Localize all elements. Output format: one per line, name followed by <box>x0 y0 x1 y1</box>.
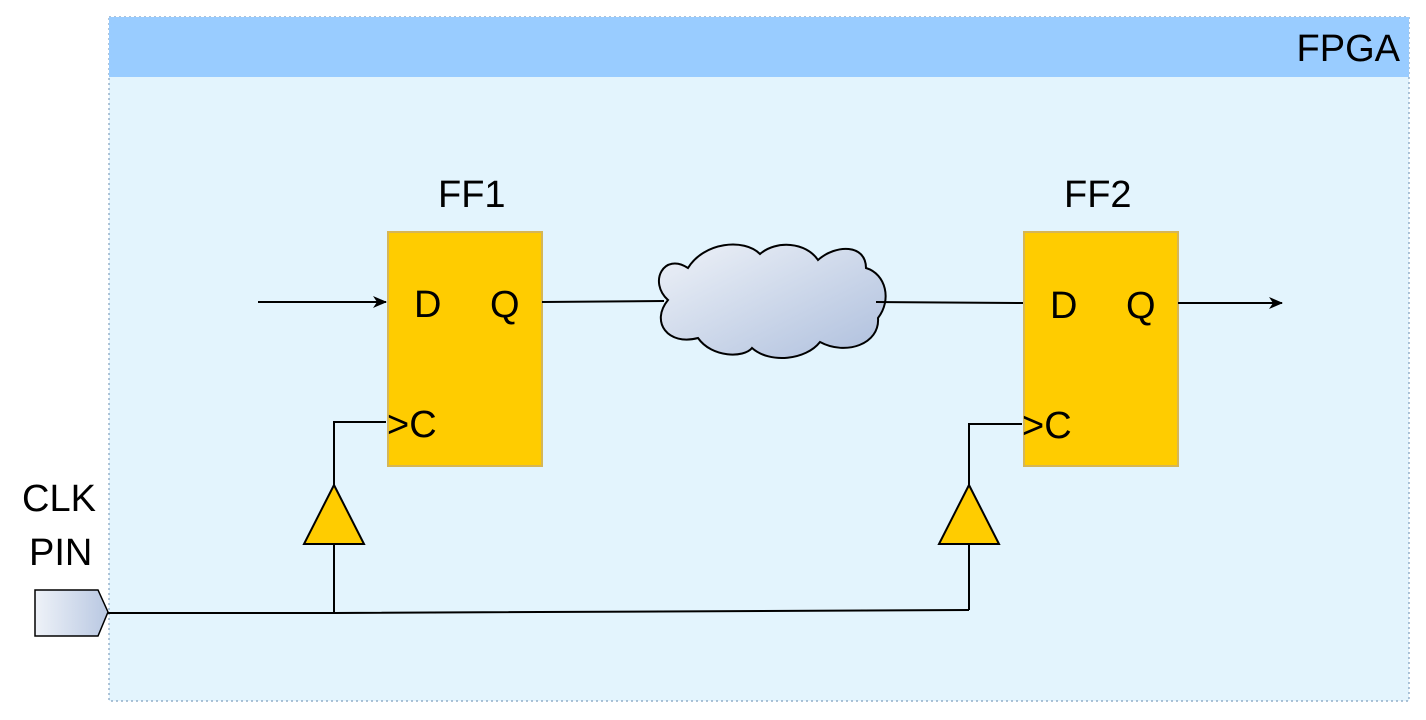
ff1-d-port: D <box>414 284 442 326</box>
clock-pin-label-line2: PIN <box>29 532 93 574</box>
ff2-block <box>1023 231 1179 467</box>
ff1-clock-port: >C <box>387 404 437 446</box>
triangle-buffer-icon <box>937 482 1001 545</box>
ff1-q-to-logic-wire <box>541 300 665 303</box>
logic-to-ff2-d-wire <box>875 301 1025 304</box>
ff1-name: FF1 <box>438 174 506 216</box>
fpga-container-body <box>108 16 1410 702</box>
ff2-clock-port: >C <box>1022 405 1072 447</box>
fpga-container <box>108 16 1410 702</box>
fpga-label: FPGA <box>1296 28 1400 70</box>
fpga-container-header <box>109 17 1409 77</box>
cloud-icon <box>657 243 887 359</box>
clock-to-ff2-c-wire <box>968 423 1022 485</box>
ff2-d-port: D <box>1050 285 1078 327</box>
ff1-block <box>387 231 543 467</box>
triangle-buffer-icon <box>302 482 366 545</box>
input-pin-icon <box>34 589 109 637</box>
clock-to-ff1-c-wire <box>333 421 386 485</box>
ff2-name: FF2 <box>1064 174 1132 216</box>
ff1-q-port: Q <box>490 284 520 326</box>
clock-pin-label-line1: CLK <box>22 478 96 520</box>
ff2-q-port: Q <box>1126 285 1156 327</box>
